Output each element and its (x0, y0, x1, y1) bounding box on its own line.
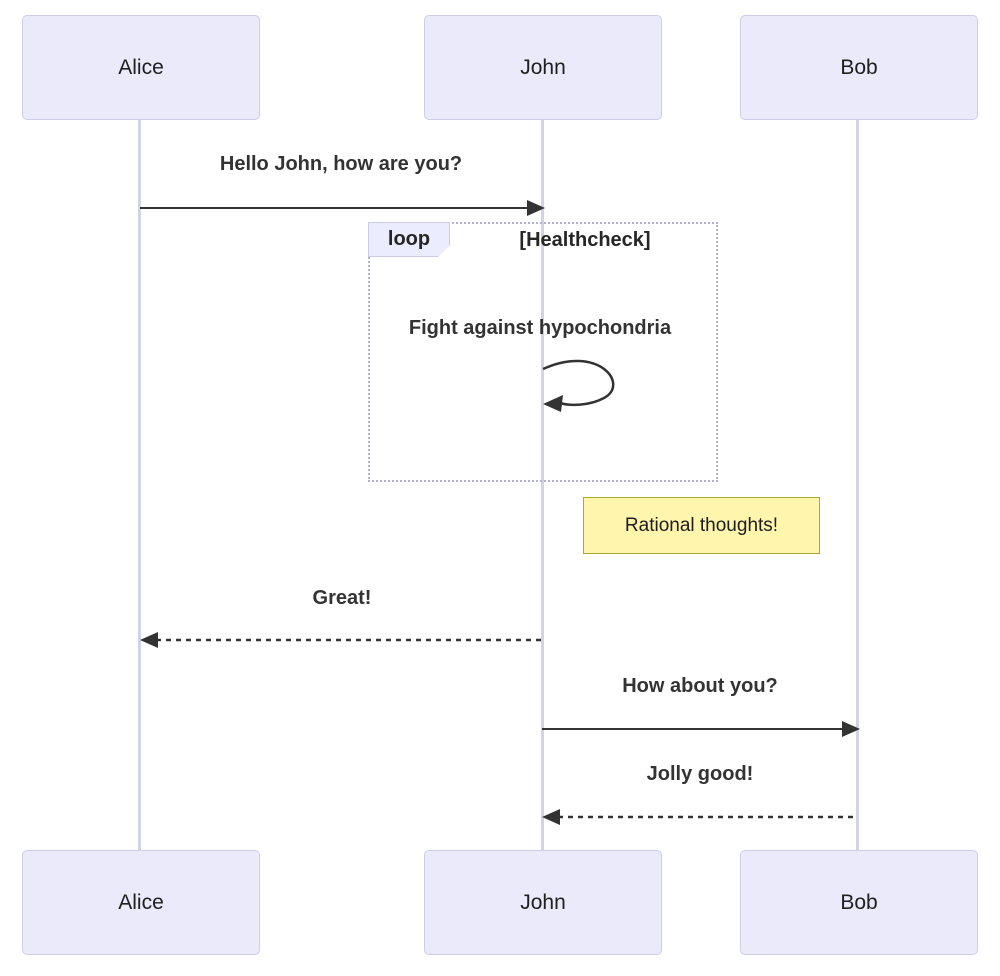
arrowhead-jolly-good (542, 809, 560, 825)
arrowhead-hello (527, 200, 545, 216)
message-label-fight-hypochondria: Fight against hypochondria (408, 317, 672, 339)
actor-box-john-top: John (424, 15, 662, 120)
lifeline-bob (856, 118, 859, 851)
actor-box-john-bottom: John (424, 850, 662, 955)
actor-label-john-bottom: John (520, 890, 566, 914)
actor-label-john-top: John (520, 55, 566, 79)
arrow-line-self-loop (542, 359, 615, 407)
actor-label-alice-bottom: Alice (118, 890, 164, 914)
actor-label-bob-top: Bob (840, 55, 878, 79)
arrowhead-self-loop (543, 395, 563, 412)
arrowhead-great (140, 632, 158, 648)
loop-condition-label: [Healthcheck] (519, 229, 651, 251)
actor-box-bob-top: Bob (740, 15, 978, 120)
loop-label-tab: loop (368, 222, 450, 257)
note-rational-thoughts: Rational thoughts! (583, 497, 820, 554)
lifeline-alice (138, 118, 141, 851)
lifeline-john (541, 118, 544, 851)
message-label-jolly-good: Jolly good! (646, 763, 754, 785)
actor-box-bob-bottom: Bob (740, 850, 978, 955)
message-label-hello: Hello John, how are you? (219, 153, 463, 175)
loop-frame (368, 222, 718, 482)
message-label-how-about-you: How about you? (622, 675, 778, 697)
actor-label-bob-bottom: Bob (840, 890, 878, 914)
arrowhead-how-about (842, 721, 860, 737)
actor-label-alice-top: Alice (118, 55, 164, 79)
actor-box-alice-top: Alice (22, 15, 260, 120)
message-label-great: Great! (312, 587, 372, 609)
actor-box-alice-bottom: Alice (22, 850, 260, 955)
